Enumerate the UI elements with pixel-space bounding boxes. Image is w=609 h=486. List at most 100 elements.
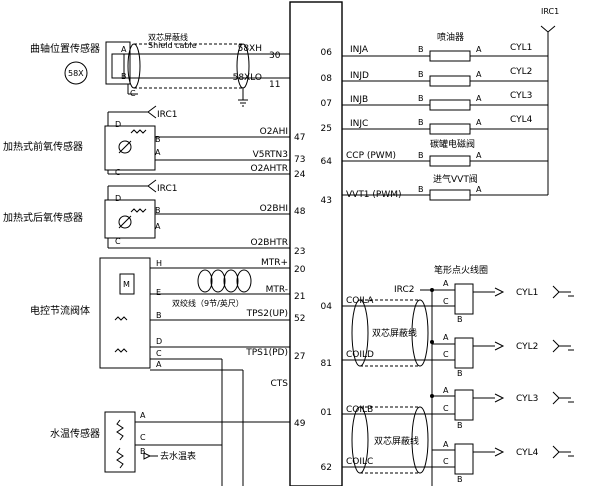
pin-48: 48 bbox=[294, 207, 306, 217]
sig-o2ahi: O2AHI bbox=[260, 127, 288, 137]
label-crank-sensor: 曲轴位置传感器 bbox=[30, 42, 100, 55]
coolant-pin-b: B bbox=[140, 447, 146, 456]
coil-shield-1: 双芯屏蔽线 bbox=[372, 327, 417, 339]
to-gauge: 去水温表 bbox=[160, 450, 196, 462]
shield-cable-en: Shield cable bbox=[148, 41, 197, 50]
rear-o2-connector bbox=[104, 199, 156, 239]
vvt-pin: 43 bbox=[321, 196, 332, 206]
crank-sensor-symbol bbox=[64, 61, 88, 85]
pin-47: 47 bbox=[294, 133, 305, 143]
sig-injd: INJD bbox=[350, 71, 369, 81]
pin-27: 27 bbox=[294, 352, 305, 362]
injector-b bbox=[429, 99, 471, 111]
ecu-box bbox=[289, 1, 343, 486]
inj-d-a: A bbox=[476, 70, 482, 79]
coil3-c: C bbox=[443, 404, 449, 413]
label-throttle: 电控节流阀体 bbox=[30, 304, 90, 317]
sig-tps1: TPS1(PD) bbox=[245, 348, 288, 358]
sig-coilc: COILC bbox=[346, 457, 373, 467]
ign-cyl4: CYL4 bbox=[516, 448, 539, 458]
coolant-pin-a: A bbox=[140, 411, 146, 420]
pin-24: 24 bbox=[294, 170, 306, 180]
coil3-a: A bbox=[443, 386, 449, 395]
label-irc1-top: IRC1 bbox=[541, 7, 559, 16]
crank-inner bbox=[111, 53, 125, 79]
pin-21: 21 bbox=[294, 292, 305, 302]
rear-pin-c: C bbox=[115, 237, 121, 246]
coilc-pin: 62 bbox=[321, 463, 332, 473]
ign-cyl1: CYL1 bbox=[516, 288, 538, 298]
rear-pin-a: A bbox=[155, 222, 161, 231]
coolant-box bbox=[104, 411, 136, 473]
throttle-pin-e: E bbox=[156, 288, 161, 297]
label-coil-title: 笔形点火线圈 bbox=[434, 264, 488, 276]
coil-shield-2: 双芯屏蔽线 bbox=[374, 435, 419, 447]
crank-pin-30: 30 bbox=[269, 51, 281, 61]
inj-c-a: A bbox=[476, 118, 482, 127]
throttle-pin-c: C bbox=[156, 349, 162, 358]
coil4-b: B bbox=[457, 475, 463, 484]
coil4-c: C bbox=[443, 457, 449, 466]
pin-52: 52 bbox=[294, 314, 305, 324]
injector-c bbox=[429, 123, 471, 135]
coil-1 bbox=[454, 283, 474, 315]
coild-pin: 81 bbox=[321, 359, 332, 369]
throttle-pin-d: D bbox=[156, 337, 162, 346]
label-injector: 喷油器 bbox=[437, 31, 464, 43]
label-irc1-front: IRC1 bbox=[157, 110, 177, 120]
pin-23: 23 bbox=[294, 247, 305, 257]
label-irc1-rear: IRC1 bbox=[157, 184, 177, 194]
label-irc2: IRC2 bbox=[394, 285, 414, 295]
inj-b-a: A bbox=[476, 94, 482, 103]
front-o2-connector bbox=[104, 125, 156, 171]
coil1-c: C bbox=[443, 297, 449, 306]
sig-inja: INJA bbox=[350, 45, 369, 55]
coil3-b: B bbox=[457, 421, 463, 430]
cyl4-label: CYL4 bbox=[510, 115, 533, 125]
sig-v5rtn3: V5RTN3 bbox=[253, 150, 288, 160]
crank-pin-11: 11 bbox=[269, 80, 280, 90]
coil4-a: A bbox=[443, 440, 449, 449]
label-front-o2: 加热式前氧传感器 bbox=[3, 140, 83, 153]
sig-o2bhi: O2BHI bbox=[260, 204, 288, 214]
sig-coilb: COILB bbox=[346, 405, 373, 415]
pin-49: 49 bbox=[294, 419, 306, 429]
injector-d bbox=[429, 75, 471, 87]
sig-coila: COILA bbox=[346, 296, 374, 306]
coil1-a: A bbox=[443, 279, 449, 288]
injb-pin: 07 bbox=[321, 99, 332, 109]
label-canister: 碳罐电磁阀 bbox=[430, 138, 475, 150]
ccp-pin: 64 bbox=[321, 157, 333, 167]
sig-mtrp: MTR+ bbox=[261, 258, 288, 268]
motor-m: M bbox=[123, 280, 130, 289]
rear-pin-b: B bbox=[155, 206, 161, 215]
canister-valve bbox=[429, 155, 471, 167]
label-coolant: 水温传感器 bbox=[50, 427, 100, 440]
sig-o2bhtr: O2BHTR bbox=[250, 238, 288, 248]
inj-a-a: A bbox=[476, 45, 482, 54]
throttle-pin-h: H bbox=[156, 259, 162, 268]
vvt-b: B bbox=[418, 185, 424, 194]
ccp-a: A bbox=[476, 151, 482, 160]
coil2-a: A bbox=[443, 333, 449, 342]
injc-pin: 25 bbox=[321, 124, 332, 134]
coila-pin: 04 bbox=[321, 302, 333, 312]
coilb-pin: 01 bbox=[321, 408, 332, 418]
inj-b-b: B bbox=[418, 94, 424, 103]
injd-pin: 08 bbox=[321, 74, 333, 84]
cyl2-label: CYL2 bbox=[510, 67, 532, 77]
throttle-pin-b: B bbox=[156, 311, 162, 320]
pin-73: 73 bbox=[294, 155, 305, 165]
sig-mtrm: MTR- bbox=[266, 285, 288, 295]
inja-pin: 06 bbox=[321, 48, 333, 58]
coil-4 bbox=[454, 443, 474, 475]
coil-2 bbox=[454, 337, 474, 369]
twisted-pair: 双绞线（9节/英尺） bbox=[172, 298, 244, 308]
coil1-b: B bbox=[457, 315, 463, 324]
sig-cts: CTS bbox=[271, 379, 289, 389]
front-pin-d: D bbox=[115, 120, 121, 129]
ccp-b: B bbox=[418, 151, 424, 160]
front-pin-b: B bbox=[155, 135, 161, 144]
front-pin-a: A bbox=[155, 148, 161, 157]
vvt-a: A bbox=[476, 185, 482, 194]
